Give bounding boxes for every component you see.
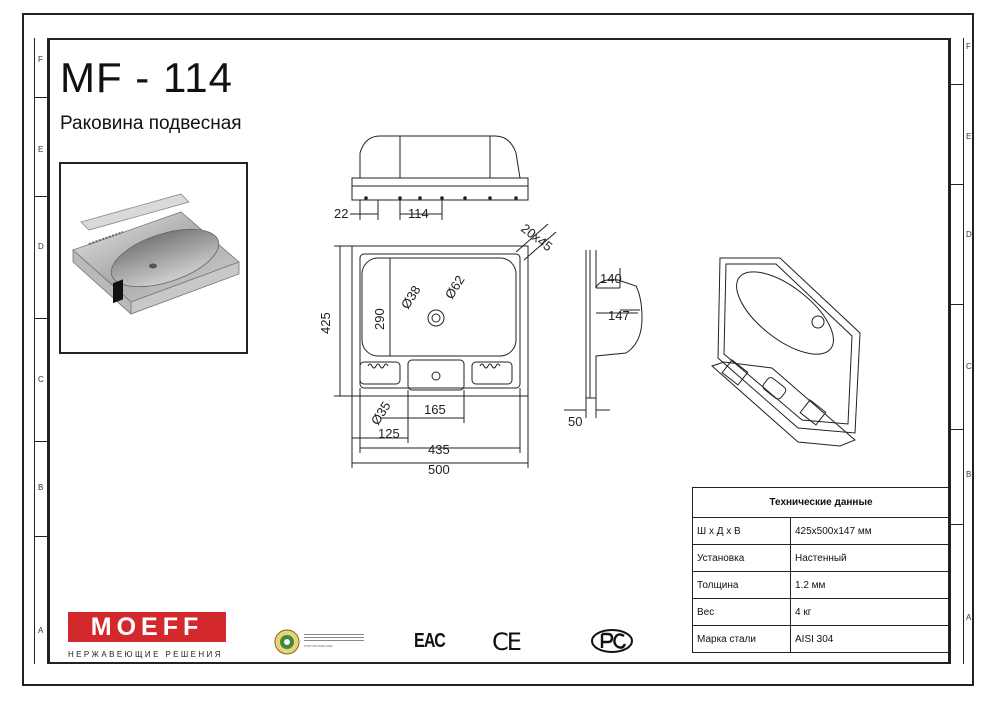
zone-letter-left: B (38, 483, 44, 492)
zone-divider (950, 184, 964, 185)
spec-label: Вес (692, 598, 791, 626)
left-zone-strip (34, 38, 48, 664)
zone-letter-right: F (966, 42, 971, 51)
iso-view-outline (717, 257, 861, 434)
zone-letter-right: A (966, 613, 972, 622)
certificate-fine-print (304, 634, 364, 642)
dim-140: 140 (600, 271, 622, 286)
spec-label: Установка (692, 544, 791, 572)
table-row: Установка Настенный (692, 544, 950, 572)
spec-value: 425х500х147 мм (790, 517, 950, 545)
zone-divider (34, 441, 48, 442)
brand-tagline: НЕРЖАВЕЮЩИЕ РЕШЕНИЯ (68, 650, 223, 659)
dim-50: 50 (568, 414, 582, 429)
dim-114: 114 (408, 206, 429, 221)
zone-divider (950, 524, 964, 525)
dim-435: 435 (428, 442, 450, 457)
iso-caption: ГОСТ ISO 9001-2011 (304, 644, 333, 648)
table-row: Толщина 1.2 мм (692, 571, 950, 599)
product-name: Раковина подвесная (60, 113, 242, 134)
dim-125: 125 (378, 426, 400, 441)
dim-500: 500 (428, 462, 450, 477)
right-zone-strip (950, 38, 964, 664)
iso-view-bowl (736, 271, 834, 355)
front-view-bowl (361, 257, 517, 357)
dim-425: 425 (320, 312, 333, 334)
table-row: Ш х Д х В 425х500х147 мм (692, 517, 950, 545)
dim-165: 165 (424, 402, 446, 417)
zone-letter-left: A (38, 626, 44, 635)
dim-22: 22 (334, 206, 348, 221)
spec-label: Толщина (692, 571, 791, 599)
table-row: Марка стали AISI 304 (692, 625, 950, 653)
iso-seal-icon (274, 629, 300, 655)
spec-value: Настенный (790, 544, 950, 572)
sink-photo-illustration (72, 193, 240, 315)
zone-letter-left: F (38, 55, 43, 64)
spec-label: Ш х Д х В (692, 517, 791, 545)
zone-letter-left: D (38, 242, 44, 251)
top-view-outline (359, 135, 521, 179)
zone-divider (34, 318, 48, 319)
table-row: Вес 4 кг (692, 598, 950, 626)
zone-letter-left: C (38, 375, 44, 384)
side-view-outline (585, 250, 596, 399)
spec-value: AISI 304 (790, 625, 950, 653)
eac-mark: ЕАС (414, 630, 446, 652)
dim-290: 290 (372, 308, 387, 330)
specs-title: Технические данные (692, 487, 950, 518)
top-view-flange (351, 177, 529, 201)
zone-divider (34, 196, 48, 197)
product-photo (59, 162, 248, 354)
zone-letter-right: D (966, 230, 972, 239)
inner-frame (48, 38, 950, 664)
pct-mark (590, 628, 634, 659)
dim-dia-38: Ø38 (398, 283, 424, 312)
iso-certificate-badge: ГОСТ ISO 9001-2011 (274, 628, 366, 656)
dim-147: 147 (608, 308, 630, 323)
spec-label: Марка стали (692, 625, 791, 653)
zone-letter-right: C (966, 362, 972, 371)
zone-divider (950, 429, 964, 430)
moeff-logo: MOEFF (68, 612, 226, 642)
zone-divider (950, 304, 964, 305)
outer-frame (22, 13, 974, 686)
specs-table: Технические данные Ш х Д х В 425х500х147… (692, 487, 950, 653)
zone-divider (34, 97, 48, 98)
product-code: MF - 114 (60, 54, 233, 101)
ce-mark: CE (492, 628, 522, 656)
dim-dia-62: Ø62 (442, 273, 468, 302)
zone-letter-right: E (966, 132, 972, 141)
dim-dia-35: Ø35 (368, 399, 394, 428)
pct-mark-icon (591, 629, 633, 653)
zone-letter-right: B (966, 470, 972, 479)
spec-value: 4 кг (790, 598, 950, 626)
zone-letter-left: E (38, 145, 44, 154)
spec-value: 1.2 мм (790, 571, 950, 599)
front-view-outline (351, 245, 529, 397)
zone-divider (950, 84, 964, 85)
zone-divider (34, 536, 48, 537)
technical-drawing: 22 114 20x45 425 290 Ø38 Ø62 Ø35 165 125… (320, 135, 861, 477)
